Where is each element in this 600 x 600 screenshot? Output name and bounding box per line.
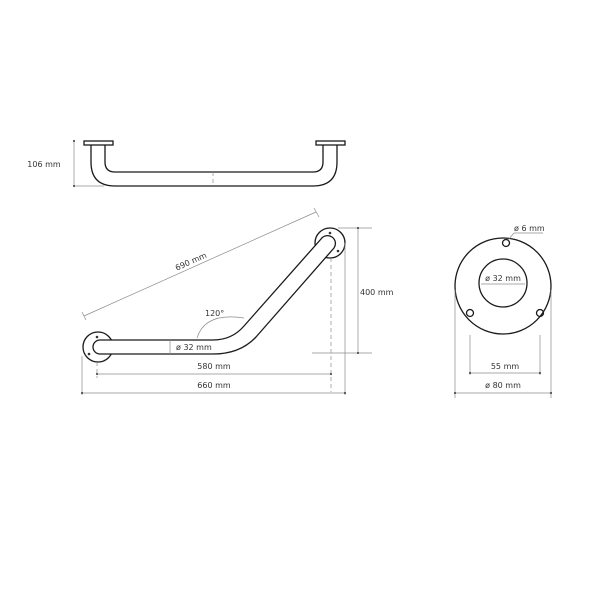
screw-hole-left	[465, 308, 475, 318]
angled-height-label: 400 mm	[360, 288, 394, 297]
diagonal-length-label: 690 mm	[174, 251, 208, 273]
tube-outer-edge	[90, 145, 338, 187]
screw-hole-top	[501, 238, 511, 248]
hole-spacing-label: 55 mm	[491, 362, 520, 371]
center-diameter-label: ø 32 mm	[485, 274, 521, 283]
top-view: 106 mm	[27, 140, 346, 187]
tube-inner-edge	[104, 145, 324, 173]
angle-arc	[196, 316, 245, 339]
tube-diameter-label: ø 32 mm	[176, 343, 212, 352]
hole-diameter-label: ø 6 mm	[514, 224, 545, 233]
flange-center-hole	[478, 258, 528, 308]
flange-diameter-label: ø 80 mm	[485, 381, 521, 390]
screw-hole-right	[535, 308, 545, 318]
angled-tube	[92, 234, 337, 355]
outer-width-label: 660 mm	[197, 381, 231, 390]
angle-label: 120°	[205, 309, 224, 318]
left-flange-top	[83, 140, 114, 146]
top-height-label: 106 mm	[27, 160, 61, 169]
flange-outer-circle	[454, 237, 552, 335]
angled-view: ø 32 mm 120° 690 mm 580 mm 660 mm 400 mm	[81, 207, 394, 395]
inner-width-label: 580 mm	[197, 362, 231, 371]
flange-view: ø 6 mm ø 32 mm 55 mm ø 80 mm	[454, 224, 552, 398]
diagonal-dimension-line	[83, 211, 317, 317]
right-flange-top	[315, 140, 346, 146]
